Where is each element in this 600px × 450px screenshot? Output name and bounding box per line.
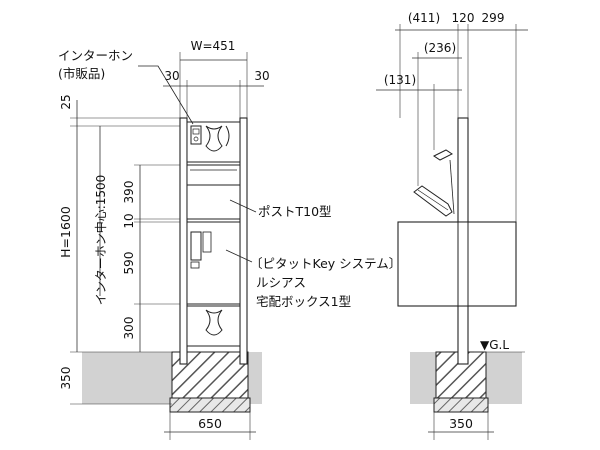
post-box <box>186 164 241 220</box>
front-foundation-base <box>169 397 251 413</box>
ornament-top <box>205 125 223 152</box>
side-intercom <box>433 149 453 161</box>
side-foundation-base <box>433 397 489 413</box>
dim-side-236: (236) <box>424 41 456 55</box>
front-view: W=451 30 30 インターホン (市販品) 25 H=1600 インターホ… <box>58 39 401 440</box>
dim-right-30: 30 <box>254 69 269 83</box>
label-post: ポストT10型 <box>258 204 332 219</box>
label-parcel: 宅配ボックス1型 <box>256 294 351 309</box>
dim-side-131: (131) <box>384 73 416 87</box>
dim-390: 390 <box>122 181 136 204</box>
label-intercom-center: インターホン中心:1500 <box>93 175 108 306</box>
dim-left-30: 30 <box>164 69 179 83</box>
label-intercom-note: (市販品) <box>58 66 105 81</box>
front-left-post <box>179 117 188 365</box>
dim-base-650: 650 <box>198 416 222 431</box>
dim-590: 590 <box>122 252 136 275</box>
dim-300: 300 <box>122 317 136 340</box>
side-post-box <box>413 185 453 217</box>
side-view: ▼G.L (411) 120 299 (236) (131) 350 <box>376 11 528 440</box>
ornament-bottom <box>205 309 223 336</box>
label-gl: ▼G.L <box>480 338 509 352</box>
dim-height-total: H=1600 <box>58 206 73 258</box>
dim-350-vertical: 350 <box>59 367 73 390</box>
dim-10: 10 <box>122 213 136 228</box>
label-intercom: インターホン <box>58 48 133 63</box>
lower-panel <box>186 305 241 347</box>
dim-base-350: 350 <box>449 416 473 431</box>
front-right-post <box>239 117 248 365</box>
dim-top-25: 25 <box>59 94 73 109</box>
intercom-unit <box>190 125 202 145</box>
dim-side-120: 120 <box>452 11 475 25</box>
side-parcel-box <box>397 221 517 307</box>
dim-width-total: W=451 <box>191 39 236 53</box>
label-pitat: 〔ピタットKey システム〕 <box>250 256 401 271</box>
dim-side-411: (411) <box>408 11 440 25</box>
dim-side-299: 299 <box>482 11 505 25</box>
label-lucias: ルシアス <box>256 275 306 290</box>
